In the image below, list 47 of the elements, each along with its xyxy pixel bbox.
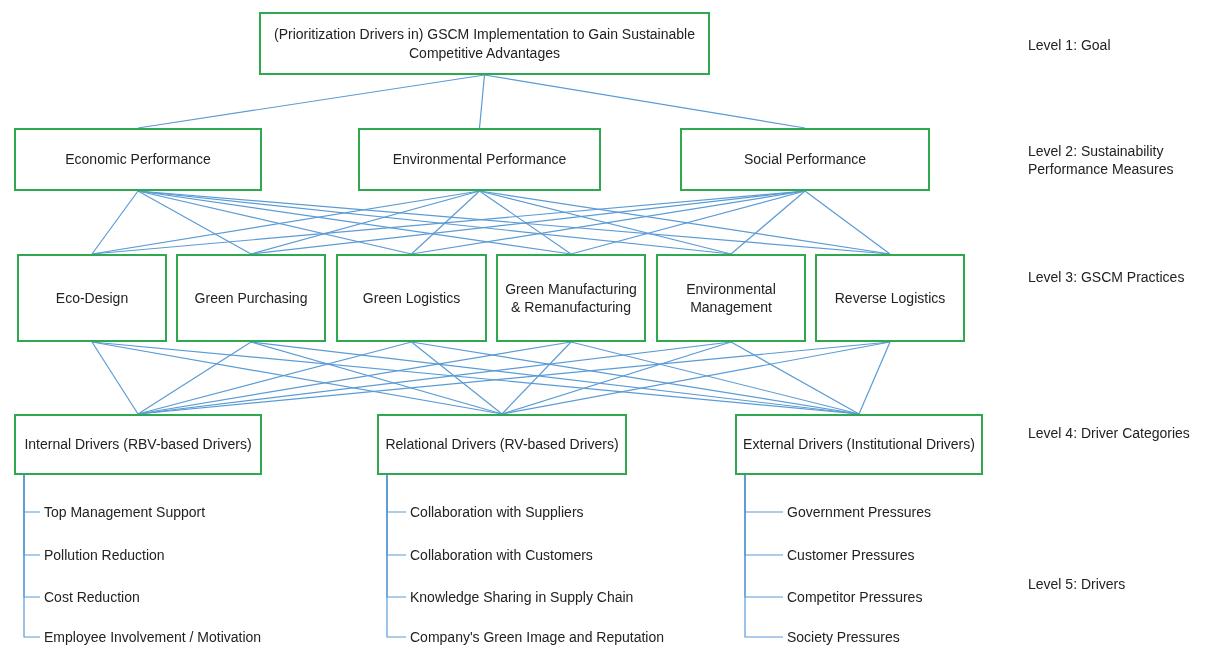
hierarchy-box: Environmental Performance bbox=[358, 128, 601, 191]
driver-label: Company's Green Image and Reputation bbox=[410, 627, 665, 647]
level-label: Level 1: Goal bbox=[1028, 36, 1112, 55]
driver-label: Customer Pressures bbox=[787, 545, 915, 565]
connector-line bbox=[730, 341, 860, 415]
hierarchy-box: Internal Drivers (RBV-based Drivers) bbox=[14, 414, 262, 475]
driver-label: Society Pressures bbox=[787, 627, 900, 647]
driver-label: Government Pressures bbox=[787, 502, 931, 522]
hierarchy-box: Green Logistics bbox=[336, 254, 487, 342]
connector-line bbox=[858, 341, 891, 415]
level-label: Level 5: Drivers bbox=[1028, 575, 1127, 594]
connector-line bbox=[501, 341, 572, 415]
connector-line bbox=[410, 190, 481, 255]
driver-label: Collaboration with Customers bbox=[410, 545, 593, 565]
driver-label: Top Management Support bbox=[44, 502, 206, 522]
tree-connector bbox=[23, 474, 41, 638]
driver-label: Pollution Reduction bbox=[44, 545, 165, 565]
driver-label: Employee Involvement / Motivation bbox=[44, 627, 262, 647]
connector-line bbox=[91, 190, 139, 255]
connector-line bbox=[570, 190, 806, 255]
connector-line bbox=[137, 341, 252, 415]
hierarchy-box: Relational Drivers (RV-based Drivers) bbox=[377, 414, 627, 475]
hierarchy-box: Social Performance bbox=[680, 128, 930, 191]
hierarchy-box: Green Manufacturing & Remanufacturing bbox=[496, 254, 646, 342]
driver-label: Collaboration with Suppliers bbox=[410, 502, 584, 522]
level-label: Level 4: Driver Categories bbox=[1028, 424, 1191, 443]
hierarchy-box: Environmental Management bbox=[656, 254, 806, 342]
connector-line bbox=[410, 341, 503, 415]
driver-label: Knowledge Sharing in Supply Chain bbox=[410, 587, 634, 607]
connector-line bbox=[478, 190, 572, 255]
tree-connector bbox=[744, 474, 784, 638]
tree-connector bbox=[386, 474, 407, 638]
connector-line bbox=[804, 190, 891, 255]
driver-label: Competitor Pressures bbox=[787, 587, 923, 607]
hierarchy-box: Economic Performance bbox=[14, 128, 262, 191]
hierarchy-box: External Drivers (Institutional Drivers) bbox=[735, 414, 983, 475]
level-label: Level 2: Sustainability Performance Measures bbox=[1028, 142, 1175, 179]
level-label: Level 3: GSCM Practices bbox=[1028, 268, 1186, 287]
driver-label: Cost Reduction bbox=[44, 587, 140, 607]
hierarchy-box: Reverse Logistics bbox=[815, 254, 965, 342]
connector-line bbox=[137, 190, 252, 255]
hierarchy-box: Green Purchasing bbox=[176, 254, 326, 342]
connector-line bbox=[478, 74, 486, 129]
connector-line bbox=[91, 341, 139, 415]
hierarchy-box: (Prioritization Drivers in) GSCM Implementation to Gain Sustainable Competitive Advantages bbox=[259, 12, 710, 75]
connector-line bbox=[730, 190, 806, 255]
hierarchy-box: Eco-Design bbox=[17, 254, 167, 342]
